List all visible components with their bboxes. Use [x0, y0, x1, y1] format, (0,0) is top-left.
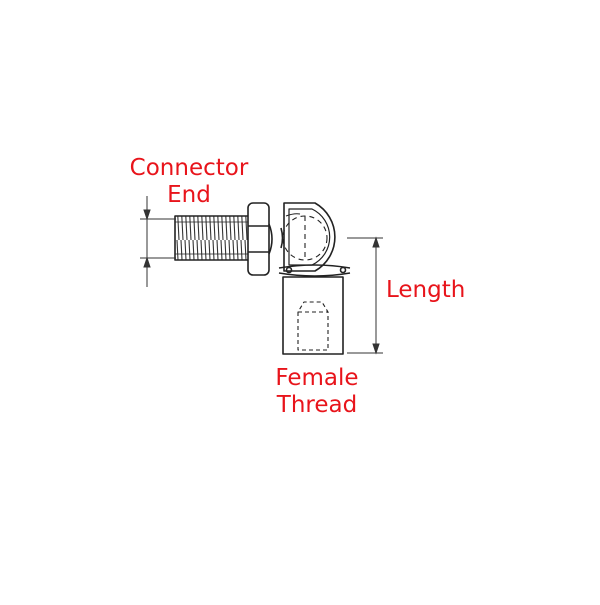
female-thread-label-line2: Thread	[276, 392, 358, 418]
connector-end-label: Connector End	[118, 155, 260, 209]
connector-end-dimension	[140, 196, 176, 287]
connector-end-label-line2: End	[167, 182, 211, 208]
hex-collar	[247, 202, 273, 276]
female-thread-body	[282, 276, 344, 355]
threaded-stud	[174, 215, 250, 261]
female-thread-label: Female Thread	[262, 365, 372, 419]
retaining-clip	[278, 264, 351, 277]
ball-socket	[280, 202, 336, 272]
female-thread-label-line1: Female	[275, 365, 359, 391]
length-dimension	[347, 236, 383, 355]
length-label: Length	[386, 277, 466, 303]
connector-end-label-line1: Connector	[129, 155, 249, 181]
